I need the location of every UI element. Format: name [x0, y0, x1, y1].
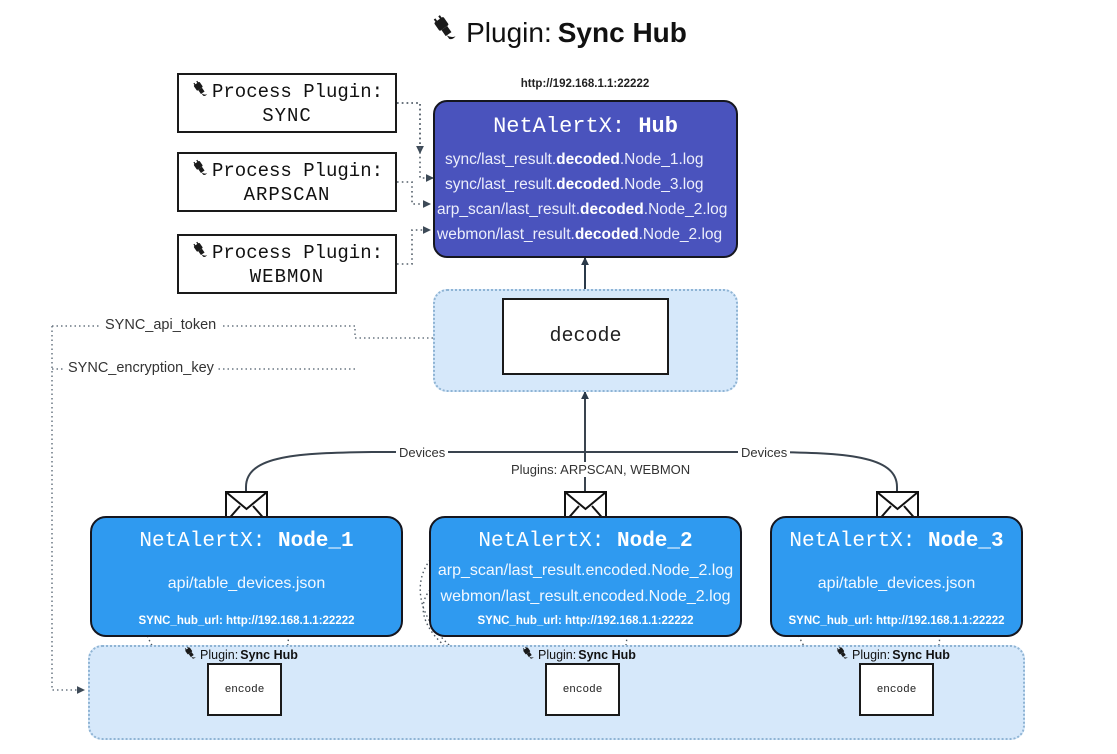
hub-url-label: http://192.168.1.1:22222	[520, 78, 650, 90]
process-plugin-sync[interactable]: Process Plugin: SYNC	[177, 73, 397, 133]
process-plugin-name: SYNC	[262, 104, 312, 127]
node-line: arp_scan/last_result.encoded.Node_2.log	[437, 562, 734, 579]
node-box-3[interactable]: NetAlertX: Node_3 api/table_devices.json…	[770, 516, 1023, 637]
node-line-list: arp_scan/last_result.encoded.Node_2.log …	[431, 553, 740, 615]
process-plugin-name: ARPSCAN	[243, 183, 331, 206]
sync-encryption-key-label: SYNC_encryption_key	[64, 360, 218, 376]
hub-title-name: Hub	[638, 114, 678, 139]
process-plugin-caption: Process Plugin:	[211, 242, 384, 264]
encode-box-1[interactable]: encode	[207, 663, 282, 716]
encoder-caption-2: Plugin: Sync Hub	[521, 646, 636, 664]
node-line-list: api/table_devices.json	[772, 553, 1021, 615]
node-line: api/table_devices.json	[167, 575, 326, 592]
hub-log-line: arp_scan/last_result.decoded.Node_2.log	[437, 201, 728, 218]
node-hub-url: SYNC_hub_url: http://192.168.1.1:22222	[477, 615, 694, 627]
hub-title-prefix: NetAlertX:	[493, 114, 626, 139]
node-title: NetAlertX: Node_3	[789, 530, 1004, 553]
hub-log-list: sync/last_result.decoded.Node_1.log sync…	[435, 147, 736, 247]
plugins-label-center: Plugins: ARPSCAN, WEBMON	[508, 462, 694, 477]
sync-api-token-label: SYNC_api_token	[101, 317, 221, 333]
devices-label-right: Devices	[738, 445, 791, 460]
plug-icon	[183, 646, 198, 664]
page-title-name: Sync Hub	[557, 16, 687, 48]
process-plugin-caption: Process Plugin:	[211, 81, 384, 103]
process-plugin-name: WEBMON	[249, 265, 325, 288]
page-title: Plugin: Sync Hub	[0, 14, 1117, 51]
plug-icon	[521, 646, 536, 664]
node-hub-url: SYNC_hub_url: http://192.168.1.1:22222	[138, 615, 355, 627]
encoder-caption-name: Sync Hub	[240, 648, 298, 662]
devices-label-left: Devices	[396, 445, 449, 460]
node-title: NetAlertX: Node_2	[478, 530, 693, 553]
node-line: webmon/last_result.encoded.Node_2.log	[440, 588, 731, 605]
node-line: api/table_devices.json	[817, 575, 976, 592]
encoder-caption-3: Plugin: Sync Hub	[835, 646, 950, 664]
decode-box[interactable]: decode	[502, 298, 669, 375]
node-box-2[interactable]: NetAlertX: Node_2 arp_scan/last_result.e…	[429, 516, 742, 637]
node-line-list: api/table_devices.json	[92, 553, 401, 615]
plug-icon	[191, 80, 210, 105]
encoder-caption-prefix: Plugin:	[538, 648, 577, 662]
encoder-caption-name: Sync Hub	[578, 648, 636, 662]
process-plugin-arpscan[interactable]: Process Plugin: ARPSCAN	[177, 152, 397, 212]
encode-box-2[interactable]: encode	[545, 663, 620, 716]
plug-icon	[835, 646, 850, 664]
hub-title: NetAlertX: Hub	[435, 114, 736, 139]
encoder-caption-prefix: Plugin:	[200, 648, 239, 662]
encoder-caption-name: Sync Hub	[892, 648, 950, 662]
page-title-prefix: Plugin:	[466, 16, 552, 48]
hub-log-line: sync/last_result.decoded.Node_3.log	[445, 176, 704, 193]
encode-box-3[interactable]: encode	[859, 663, 934, 716]
encoder-caption-prefix: Plugin:	[852, 648, 891, 662]
hub-box[interactable]: NetAlertX: Hub sync/last_result.decoded.…	[433, 100, 738, 258]
node-title: NetAlertX: Node_1	[139, 530, 354, 553]
hub-log-line: sync/last_result.decoded.Node_1.log	[445, 151, 704, 168]
plug-icon	[191, 159, 210, 184]
process-plugin-webmon[interactable]: Process Plugin: WEBMON	[177, 234, 397, 294]
node-box-1[interactable]: NetAlertX: Node_1 api/table_devices.json…	[90, 516, 403, 637]
plug-icon	[191, 241, 210, 266]
plug-icon	[430, 14, 460, 51]
process-plugin-caption: Process Plugin:	[211, 160, 384, 182]
encoder-caption-1: Plugin: Sync Hub	[183, 646, 298, 664]
hub-log-line: webmon/last_result.decoded.Node_2.log	[437, 226, 723, 243]
node-hub-url: SYNC_hub_url: http://192.168.1.1:22222	[788, 615, 1005, 627]
